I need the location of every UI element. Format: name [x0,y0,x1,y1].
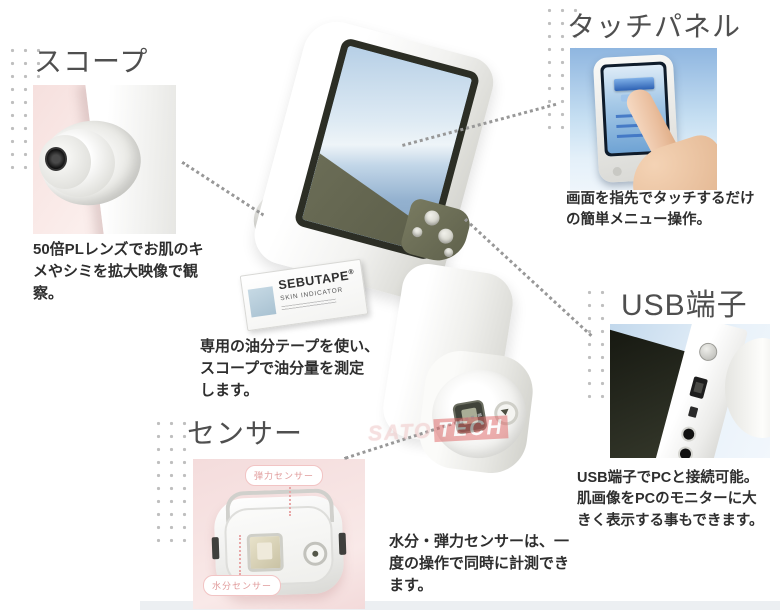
touch-panel-photo [570,48,717,190]
moisture-sensor-inner [256,542,273,560]
scope-caption: 50倍PLレンズでお肌のキ メやシミを拡大映像で観 察。 [33,241,204,303]
device-button [411,226,424,239]
sensor-caption: 水分・弾力センサーは、一 度の操作で同時に計測でき ます。 [389,533,570,595]
elasticity-sensor-tip [312,550,319,557]
usb-caption: USB端子でPCと接続可能。 肌画像をPCのモニターに大 きく表示する事もできま… [577,470,764,529]
watermark-tech: TECH [433,415,509,443]
jack-port-2 [676,444,695,458]
card-slot [687,406,699,418]
registered-mark: ® [348,268,355,277]
moisture-label-connector [239,535,241,575]
scope-title: スコープ [34,46,149,77]
touch-panel-title: タッチパネル [567,11,742,42]
dot-grid-sensor [152,417,192,547]
usb-port-contact [693,381,704,394]
device-button [436,226,455,246]
dot-grid-usb [583,286,611,400]
device-button [443,246,455,258]
moisture-sensor-window [246,532,284,573]
sensor-photo: 弾力センサー 水分センサー [193,459,365,609]
usb-photo [610,324,770,458]
usb-port [689,376,708,400]
skin-analyzer-device [245,14,560,483]
watermark-sato: SATO [367,419,433,446]
bottom-shade [140,601,780,610]
jack-port-1 [679,424,698,444]
screen-button-bar [613,77,655,92]
moisture-sensor-label: 水分センサー [203,575,282,596]
elasticity-label-connector [289,484,291,516]
device-home-button [612,166,622,177]
usb-title: USB端子 [621,289,748,322]
scope-lens-aperture [45,147,67,171]
device-button [422,208,442,228]
scope-photo [33,85,176,234]
sensor-clip-left [211,537,220,560]
sebutape-caption: 専用の油分テープを使い、 スコープで油分量を測定 します。 [200,338,380,400]
sensor-clip-right [338,532,347,555]
touch-panel-caption: 画面を指先でタッチするだけ の簡単メニュー操作。 [566,191,755,229]
sebutape-text-block: SEBUTAPE® SKIN INDICATOR [277,268,358,311]
sensor-title: センサー [187,418,304,449]
elasticity-sensor-label: 弾力センサー [245,465,324,486]
sebutape-indicator-square [247,286,277,318]
power-button [697,340,720,363]
